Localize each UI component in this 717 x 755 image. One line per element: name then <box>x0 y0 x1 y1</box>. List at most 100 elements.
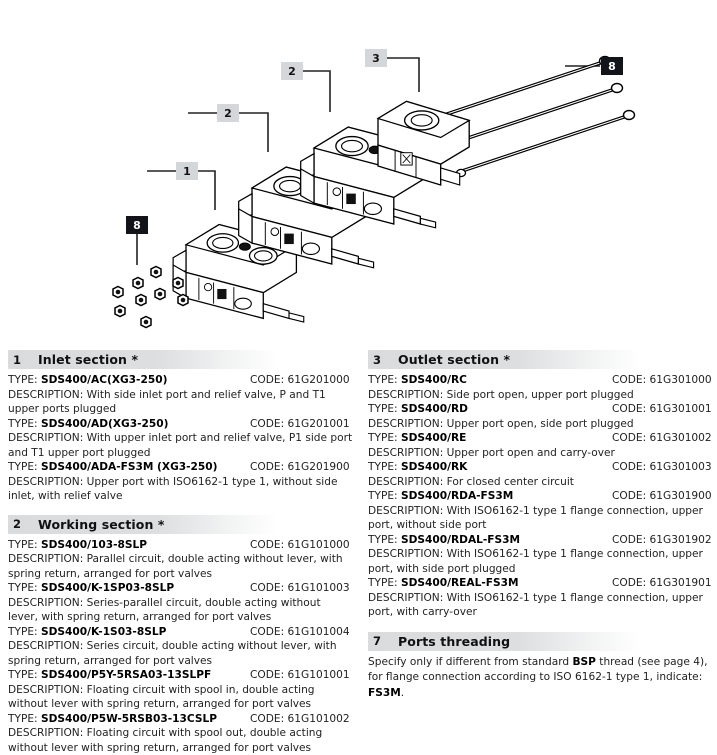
type-label: TYPE: <box>368 432 401 444</box>
code-value: CODE: 61G201900 <box>250 460 350 475</box>
description-text: DESCRIPTION: With ISO6162-1 type 1 flang… <box>368 547 709 576</box>
description-text: DESCRIPTION: Upper port open, side port … <box>368 417 709 432</box>
spec-entry: TYPE: SDS400/RD CODE: 61G301001 DESCRIPT… <box>368 402 709 431</box>
type-line: TYPE: SDS400/RC CODE: 61G301000 <box>368 373 709 388</box>
type-value: SDS400/REAL-FS3M <box>401 577 519 589</box>
type-value: SDS400/ADA-FS3M (XG3-250) <box>41 461 218 473</box>
type-label: TYPE: <box>8 582 41 594</box>
spec-entry: TYPE: SDS400/ADA-FS3M (XG3-250) CODE: 61… <box>8 460 353 504</box>
section-outlet: 3 Outlet section * TYPE: SDS400/RC CODE:… <box>368 350 709 620</box>
section-header-ports-threading: 7 Ports threading <box>368 632 640 651</box>
section-number: 7 <box>368 634 398 648</box>
type-line: TYPE: SDS400/AC(XG3-250) CODE: 61G201000 <box>8 373 353 388</box>
type-value: SDS400/K-1S03-8SLP <box>41 626 166 638</box>
section-working: 2 Working section * TYPE: SDS400/103-8SL… <box>8 515 353 755</box>
section-title: Outlet section * <box>398 352 510 367</box>
type-line: TYPE: SDS400/REAL-FS3M CODE: 61G301901 <box>368 576 709 591</box>
code-value: CODE: 61G301001 <box>612 402 712 417</box>
section-header-inlet: 1 Inlet section * <box>8 350 278 369</box>
description-text: DESCRIPTION: With ISO6162-1 type 1 flang… <box>368 591 709 620</box>
type-line: TYPE: SDS400/K-1SP03-8SLP CODE: 61G10100… <box>8 581 353 596</box>
description-text: DESCRIPTION: Parallel circuit, double ac… <box>8 552 353 581</box>
code-value: CODE: 61G101001 <box>250 668 350 683</box>
type-line: TYPE: SDS400/103-8SLP CODE: 61G101000 <box>8 538 353 553</box>
type-value: SDS400/RDA-FS3M <box>401 490 513 502</box>
type-value: SDS400/103-8SLP <box>41 539 147 551</box>
callout-8-hardware-left: 8 <box>126 216 148 234</box>
type-label: TYPE: <box>368 374 401 386</box>
type-line: TYPE: SDS400/RD CODE: 61G301001 <box>368 402 709 417</box>
type-value: SDS400/P5Y-5RSA03-13SLPF <box>41 669 211 681</box>
type-label: TYPE: <box>8 626 41 638</box>
note-part-1: Specify only if different from standard <box>368 656 572 668</box>
note-part-3: . <box>401 687 404 699</box>
spec-entry: TYPE: SDS400/103-8SLP CODE: 61G101000 DE… <box>8 538 353 582</box>
description-text: DESCRIPTION: Upper port open and carry-o… <box>368 446 709 461</box>
description-text: DESCRIPTION: For closed center circuit <box>368 475 709 490</box>
code-value: CODE: 61G301900 <box>612 489 712 504</box>
right-column: 3 Outlet section * TYPE: SDS400/RC CODE:… <box>368 350 709 701</box>
left-column: 1 Inlet section * TYPE: SDS400/AC(XG3-25… <box>8 350 353 755</box>
description-text: DESCRIPTION: Upper port with ISO6162-1 t… <box>8 475 353 504</box>
type-line: TYPE: SDS400/P5W-5RSB03-13CSLP CODE: 61G… <box>8 712 353 727</box>
spec-entry: TYPE: SDS400/P5W-5RSB03-13CSLP CODE: 61G… <box>8 712 353 755</box>
section-header-working: 2 Working section * <box>8 515 278 534</box>
spec-entry: TYPE: SDS400/RK CODE: 61G301003 DESCRIPT… <box>368 460 709 489</box>
type-line: TYPE: SDS400/AD(XG3-250) CODE: 61G201001 <box>8 417 353 432</box>
section-title: Working section * <box>38 517 165 532</box>
code-value: CODE: 61G301000 <box>612 373 712 388</box>
section-number: 2 <box>8 517 38 531</box>
section-title: Inlet section * <box>38 352 138 367</box>
type-value: SDS400/AC(XG3-250) <box>41 374 167 386</box>
code-value: CODE: 61G101004 <box>250 625 350 640</box>
specification-area: 1 Inlet section * TYPE: SDS400/AC(XG3-25… <box>0 350 717 739</box>
spec-entry: TYPE: SDS400/RDAL-FS3M CODE: 61G301902 D… <box>368 533 709 577</box>
section-title: Ports threading <box>398 634 510 649</box>
code-value: CODE: 61G101002 <box>250 712 350 727</box>
section-ports-threading: 7 Ports threading Specify only if differ… <box>368 632 709 702</box>
spec-entry: TYPE: SDS400/AD(XG3-250) CODE: 61G201001… <box>8 417 353 461</box>
spec-entry: TYPE: SDS400/RC CODE: 61G301000 DESCRIPT… <box>368 373 709 402</box>
type-value: SDS400/RC <box>401 374 467 386</box>
callout-8-tierods-right: 8 <box>601 57 623 75</box>
type-label: TYPE: <box>368 490 401 502</box>
type-value: SDS400/RK <box>401 461 467 473</box>
type-label: TYPE: <box>8 539 41 551</box>
code-value: CODE: 61G301901 <box>612 576 712 591</box>
section-inlet: 1 Inlet section * TYPE: SDS400/AC(XG3-25… <box>8 350 353 504</box>
type-value: SDS400/RD <box>401 403 468 415</box>
ports-threading-note: Specify only if different from standard … <box>368 655 709 702</box>
exploded-assembly-illustration: 1 2 2 3 8 8 <box>0 0 717 348</box>
type-label: TYPE: <box>8 461 41 473</box>
spec-entry: TYPE: SDS400/P5Y-5RSA03-13SLPF CODE: 61G… <box>8 668 353 712</box>
spec-entry: TYPE: SDS400/RDA-FS3M CODE: 61G301900 DE… <box>368 489 709 533</box>
type-label: TYPE: <box>8 374 41 386</box>
spec-entry: TYPE: SDS400/K-1SP03-8SLP CODE: 61G10100… <box>8 581 353 625</box>
note-bold-fs3m: FS3M <box>368 687 401 699</box>
type-label: TYPE: <box>8 669 41 681</box>
type-value: SDS400/K-1SP03-8SLP <box>41 582 174 594</box>
callout-1-inlet: 1 <box>176 162 198 180</box>
description-text: DESCRIPTION: Floating circuit with spool… <box>8 726 353 755</box>
type-line: TYPE: SDS400/RE CODE: 61G301002 <box>368 431 709 446</box>
type-line: TYPE: SDS400/RK CODE: 61G301003 <box>368 460 709 475</box>
type-label: TYPE: <box>8 418 41 430</box>
note-bold-bsp: BSP <box>572 656 595 668</box>
section-header-outlet: 3 Outlet section * <box>368 350 640 369</box>
description-text: DESCRIPTION: Side port open, upper port … <box>368 388 709 403</box>
spec-entry: TYPE: SDS400/RE CODE: 61G301002 DESCRIPT… <box>368 431 709 460</box>
description-text: DESCRIPTION: With side inlet port and re… <box>8 388 353 417</box>
code-value: CODE: 61G301002 <box>612 431 712 446</box>
type-line: TYPE: SDS400/ADA-FS3M (XG3-250) CODE: 61… <box>8 460 353 475</box>
code-value: CODE: 61G201000 <box>250 373 350 388</box>
type-line: TYPE: SDS400/P5Y-5RSA03-13SLPF CODE: 61G… <box>8 668 353 683</box>
description-text: DESCRIPTION: Series circuit, double acti… <box>8 639 353 668</box>
description-text: DESCRIPTION: With ISO6162-1 type 1 flang… <box>368 504 709 533</box>
type-label: TYPE: <box>368 534 401 546</box>
description-text: DESCRIPTION: With upper inlet port and r… <box>8 431 353 460</box>
code-value: CODE: 61G101003 <box>250 581 350 596</box>
type-line: TYPE: SDS400/RDA-FS3M CODE: 61G301900 <box>368 489 709 504</box>
spec-entry: TYPE: SDS400/AC(XG3-250) CODE: 61G201000… <box>8 373 353 417</box>
type-line: TYPE: SDS400/RDAL-FS3M CODE: 61G301902 <box>368 533 709 548</box>
section-number: 3 <box>368 353 398 367</box>
